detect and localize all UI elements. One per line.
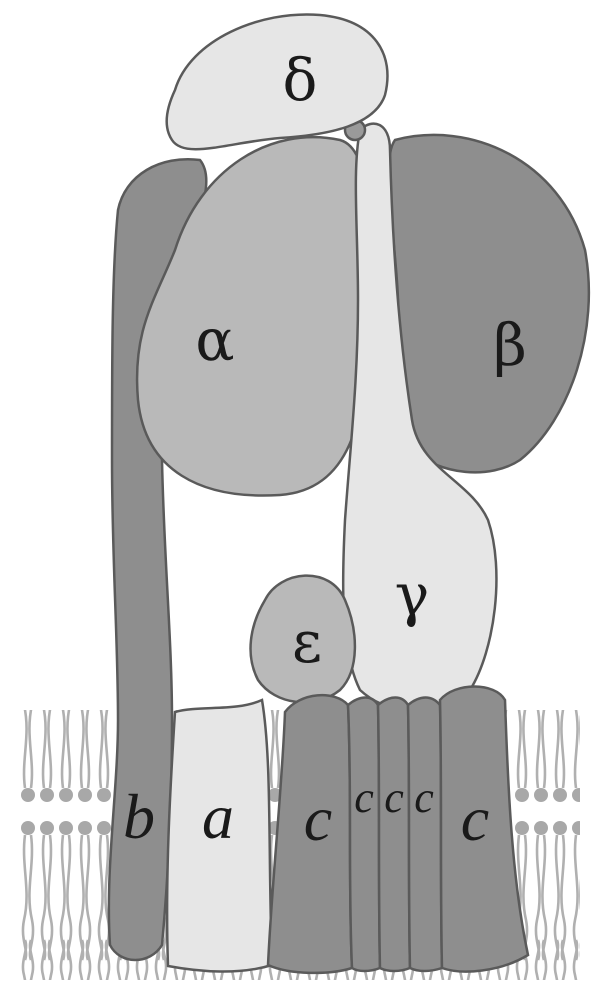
label-c-mid1: c [354,773,374,822]
label-alpha: α [195,306,234,374]
label-epsilon: ε [292,608,322,676]
subunit-c-mid2 [378,698,410,972]
label-b: b [123,781,155,852]
subunit-beta [389,135,589,472]
subunit-c-mid3 [408,698,442,972]
label-c-mid3: c [414,773,434,822]
label-c-mid2: c [384,773,404,822]
label-c-right: c [461,783,489,854]
label-c-left: c [304,783,332,854]
subunit-c-mid1 [348,698,380,972]
label-a: a [202,781,234,852]
label-gamma: γ [395,561,430,629]
label-beta: β [493,311,527,379]
label-delta: δ [283,46,318,114]
